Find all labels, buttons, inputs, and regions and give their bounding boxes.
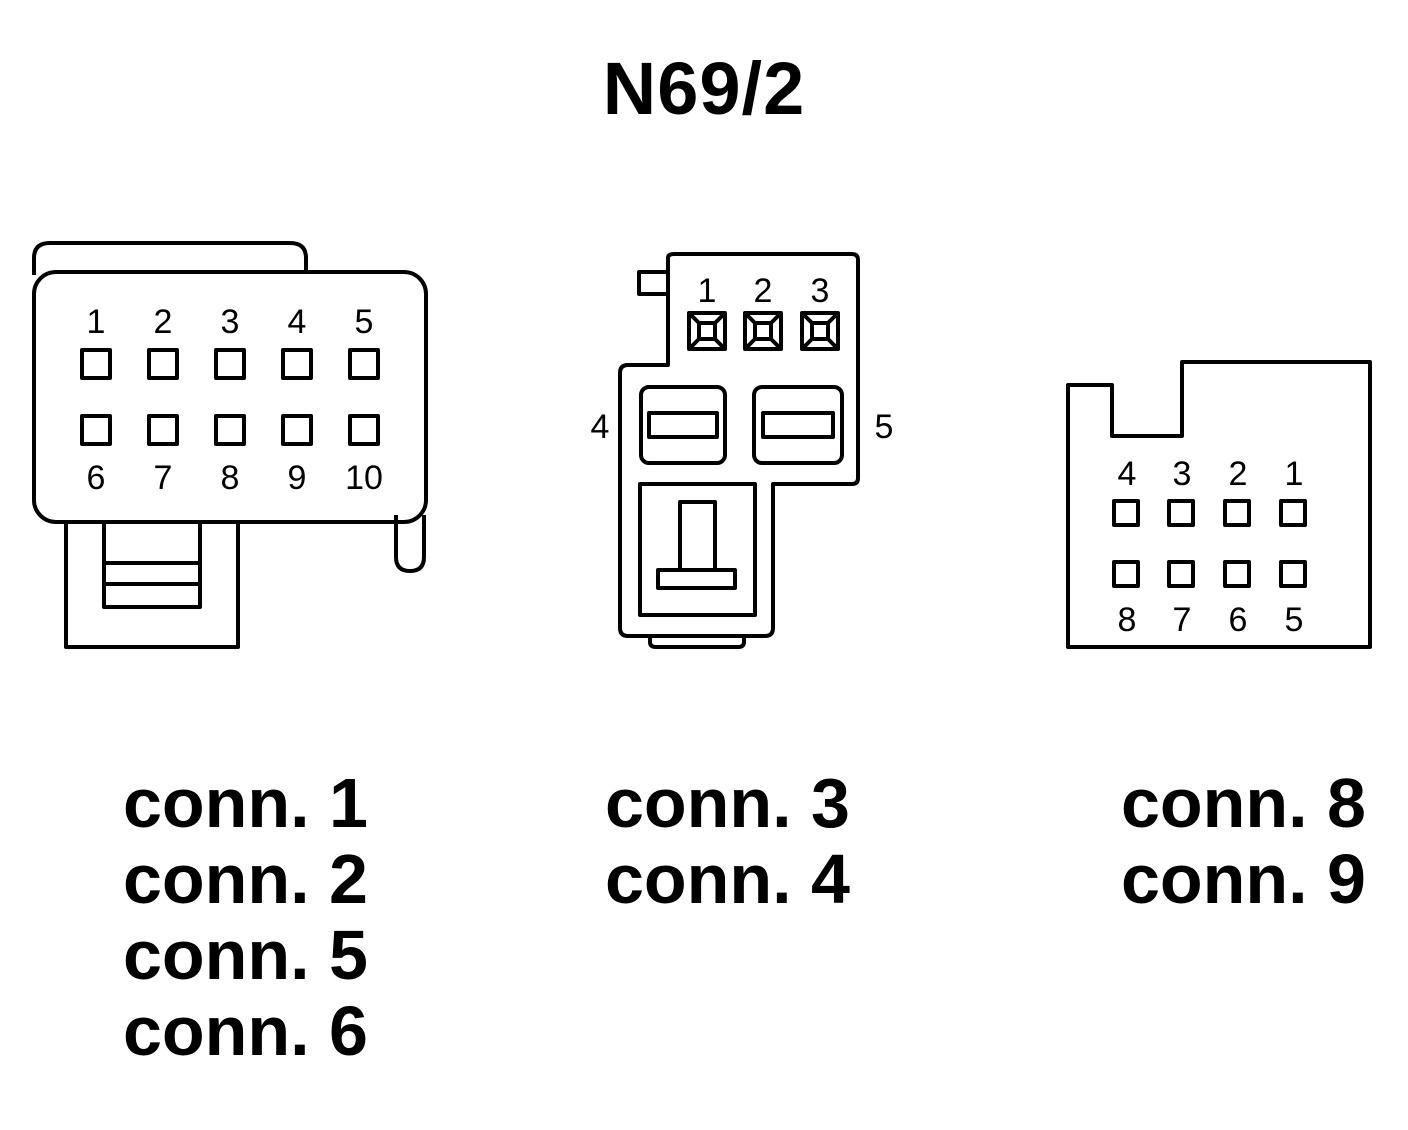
pin-label: 1 [698, 272, 717, 310]
pin-label: 4 [591, 408, 610, 446]
pin-cavity [348, 348, 380, 380]
pin-label: 4 [1118, 455, 1137, 493]
pin-label: 4 [288, 303, 307, 341]
pin-label: 8 [1118, 601, 1137, 639]
pin-label: 10 [345, 459, 383, 497]
pin-terminal [743, 311, 783, 351]
connector-left-back-tab [32, 241, 308, 275]
pin-label: 3 [811, 272, 830, 310]
connector-middle [618, 252, 860, 649]
pin-label: 6 [1229, 601, 1248, 639]
pin-cavity [1112, 499, 1140, 527]
pin-label: 5 [355, 303, 374, 341]
pin-cavity [80, 348, 112, 380]
pin-cavity [147, 414, 179, 446]
pin-cavity [1223, 560, 1251, 588]
connector-left-latch-inner [102, 522, 202, 609]
pin-label: 2 [1229, 455, 1248, 493]
connector-right [1066, 360, 1372, 649]
pin-label: 5 [875, 408, 894, 446]
connector-right-pins-bottom [1112, 560, 1307, 588]
pin-cavity [348, 414, 380, 446]
connector-right-pins-top [1112, 499, 1307, 527]
pin-cavity [1167, 499, 1195, 527]
pin-label: 3 [221, 303, 240, 341]
connector-middle-outline [618, 252, 860, 638]
connector-label: conn. 9 [1120, 840, 1366, 918]
connector-left [32, 241, 428, 649]
connector-left-labels: conn. 1 conn. 2 conn. 5 conn. 6 [123, 765, 368, 1069]
pin-label: 2 [154, 303, 173, 341]
pin-label: 1 [1285, 455, 1304, 493]
pin-cavity [214, 414, 246, 446]
connector-label: conn. 3 [604, 764, 850, 842]
connector-middle-blade-right [752, 385, 844, 465]
pin-cavity [281, 414, 313, 446]
connector-left-body [32, 270, 428, 524]
connector-right-labels: conn. 8 conn. 9 [1121, 765, 1366, 917]
connector-left-side-clip [394, 515, 426, 573]
connector-middle-key-tab [637, 270, 670, 296]
pin-terminal [800, 311, 840, 351]
pin-cavity [1112, 560, 1140, 588]
pin-cavity [147, 348, 179, 380]
connector-label: conn. 4 [604, 840, 850, 918]
connector-middle-pins-top [687, 311, 840, 351]
pin-cavity [80, 414, 112, 446]
pin-cavity [1167, 560, 1195, 588]
pin-label: 2 [754, 272, 773, 310]
connector-left-pins-top [80, 348, 380, 380]
pin-cavity [1279, 499, 1307, 527]
pin-cavity [281, 348, 313, 380]
pin-label: 1 [87, 303, 106, 341]
pin-cavity [1223, 499, 1251, 527]
connector-left-pins-bottom [80, 414, 380, 446]
connector-middle-labels: conn. 3 conn. 4 [605, 765, 850, 917]
pin-label: 7 [1173, 601, 1192, 639]
pin-cavity [214, 348, 246, 380]
diagram-title: N69/2 [602, 47, 806, 130]
connector-label: conn. 6 [122, 992, 368, 1070]
connector-label: conn. 5 [122, 916, 368, 994]
pin-label: 3 [1173, 455, 1192, 493]
pin-label: 9 [288, 459, 307, 497]
pin-label: 6 [87, 459, 106, 497]
pin-cavity [1279, 560, 1307, 588]
connector-label: conn. 8 [1120, 764, 1366, 842]
pin-label: 8 [221, 459, 240, 497]
pin-label: 5 [1285, 601, 1304, 639]
pin-label: 7 [154, 459, 173, 497]
connector-right-outline [1066, 360, 1372, 649]
connector-label: conn. 1 [122, 764, 368, 842]
pin-terminal [687, 311, 727, 351]
connector-label: conn. 2 [122, 840, 368, 918]
connector-middle-blade-left [639, 385, 727, 465]
connector-middle-lock [638, 482, 757, 617]
connector-middle-bottom-rail [648, 636, 746, 649]
connector-left-latch [64, 522, 240, 649]
